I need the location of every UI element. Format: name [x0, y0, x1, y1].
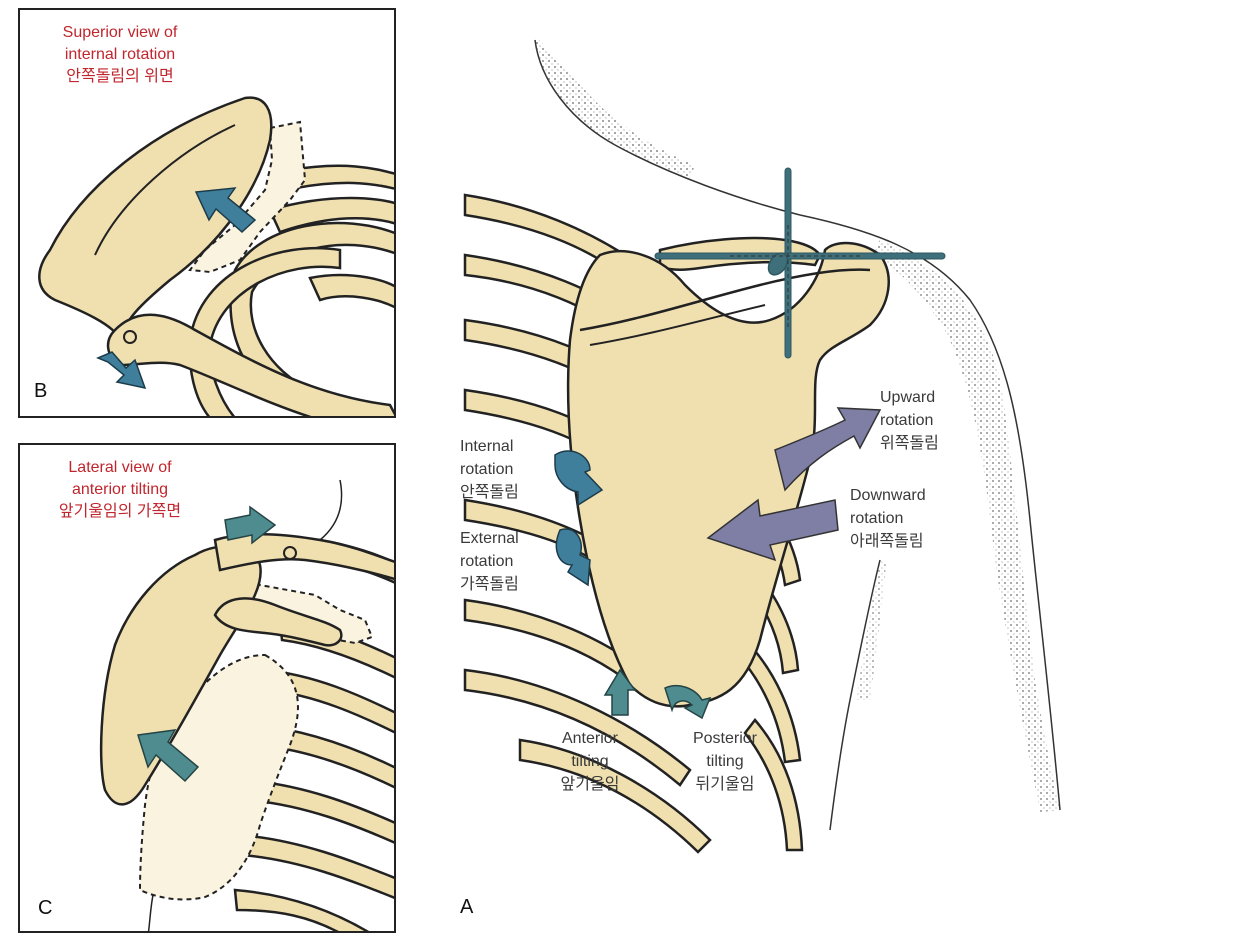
panel-a-posterior-view: Internal rotation 안쪽돌림 External rotation…: [440, 0, 1250, 942]
posterior-tilting-arrow: [664, 684, 712, 720]
label-line: tilting: [571, 753, 609, 770]
rib: [233, 888, 370, 931]
downward-rotation-arrow: [706, 498, 839, 562]
clavicle: [213, 533, 394, 581]
label-line: tilting: [706, 753, 744, 770]
rib: [263, 668, 394, 734]
label-line: 안쪽돌림: [460, 484, 519, 501]
rib: [243, 778, 394, 844]
external-rotation-label: External rotation 가쪽돌림: [460, 527, 545, 596]
anterior-tilting-arrow: [224, 505, 277, 545]
anterior-tilting-arrow: [137, 729, 200, 783]
shoulder-contour: [799, 214, 1061, 811]
label-line: 가쪽돌림: [460, 576, 519, 593]
rib: [308, 273, 394, 309]
rib: [733, 638, 802, 764]
internal-rotation-arrow: [194, 187, 257, 234]
coracoid: [213, 597, 343, 647]
label-line: Upward: [880, 389, 936, 406]
shoulder-shading: [870, 240, 1060, 812]
arm-contour: [829, 559, 881, 831]
label-line: Anterior: [561, 730, 619, 747]
scapular-spine: [579, 268, 871, 332]
panel-b-caption: Superior view of internal rotation 안쪽돌림의…: [35, 22, 205, 88]
rotation-axes: [654, 167, 946, 359]
caption-line: Superior view of: [62, 24, 178, 41]
panel-c-lateral-view: Lateral view of anterior tilting 앞기울임의 가…: [18, 443, 396, 933]
rib: [463, 668, 692, 787]
upward-rotation-label: Upward rotation 위쪽돌림: [880, 386, 970, 455]
rib: [288, 164, 394, 190]
panel-b-superior-view: Superior view of internal rotation 안쪽돌림의…: [18, 8, 396, 418]
label-line: 아래쪽돌림: [850, 533, 924, 550]
panel-a-illustration: [463, 39, 1061, 854]
caption-line: 안쪽돌림의 위면: [66, 68, 174, 85]
joint-marker: [123, 330, 137, 344]
joint-marker: [283, 546, 297, 560]
rib: [518, 738, 712, 854]
caption-line: anterior tilting: [71, 481, 169, 498]
panel-letter-c: C: [38, 897, 53, 919]
label-line: 뒤기울임: [695, 776, 755, 793]
label-line: 위쪽돌림: [880, 435, 939, 452]
label-line: External: [460, 530, 519, 547]
panel-b-illustration: [38, 96, 394, 416]
label-line: rotation: [460, 553, 514, 570]
panel-letter-b: B: [34, 380, 48, 402]
internal-rotation-label: Internal rotation 안쪽돌림: [460, 435, 540, 504]
panel-c-caption: Lateral view of anterior tilting 앞기울임의 가…: [35, 457, 205, 523]
panel-c-illustration: [99, 479, 394, 931]
label-line: 앞기울임: [560, 776, 620, 793]
caption-line: 앞기울임의 가쪽면: [58, 503, 182, 520]
label-line: Downward: [850, 487, 926, 504]
label-line: Internal: [460, 438, 514, 455]
anterior-tilting-arrow: [603, 668, 637, 716]
caption-line: Lateral view of: [68, 459, 172, 476]
label-line: Posterior: [692, 730, 758, 747]
dashed-outline: [188, 120, 307, 274]
axis-pivot: [767, 252, 789, 276]
scapula: [566, 241, 890, 708]
posterior-tilting-label: Posterior tilting 뒤기울임: [680, 727, 770, 796]
rib: [238, 833, 394, 899]
neck-contour: [534, 39, 801, 216]
label-line: rotation: [850, 510, 904, 527]
rib: [743, 718, 804, 852]
joint-rotation-arrow: [96, 351, 147, 390]
rib: [268, 196, 394, 234]
panel-letter-a: A: [460, 896, 474, 918]
neck-shading: [535, 40, 695, 178]
caption-line: internal rotation: [64, 46, 176, 63]
rib: [188, 246, 342, 416]
label-line: rotation: [460, 461, 514, 478]
internal-rotation-arrow: [554, 450, 604, 507]
label-line: rotation: [880, 412, 934, 429]
downward-rotation-label: Downward rotation 아래쪽돌림: [850, 484, 960, 553]
external-rotation-arrow: [555, 528, 591, 587]
upward-rotation-arrow: [774, 407, 882, 492]
arm-shading: [856, 560, 886, 700]
anterior-tilting-label: Anterior tilting 앞기울임: [545, 727, 635, 796]
